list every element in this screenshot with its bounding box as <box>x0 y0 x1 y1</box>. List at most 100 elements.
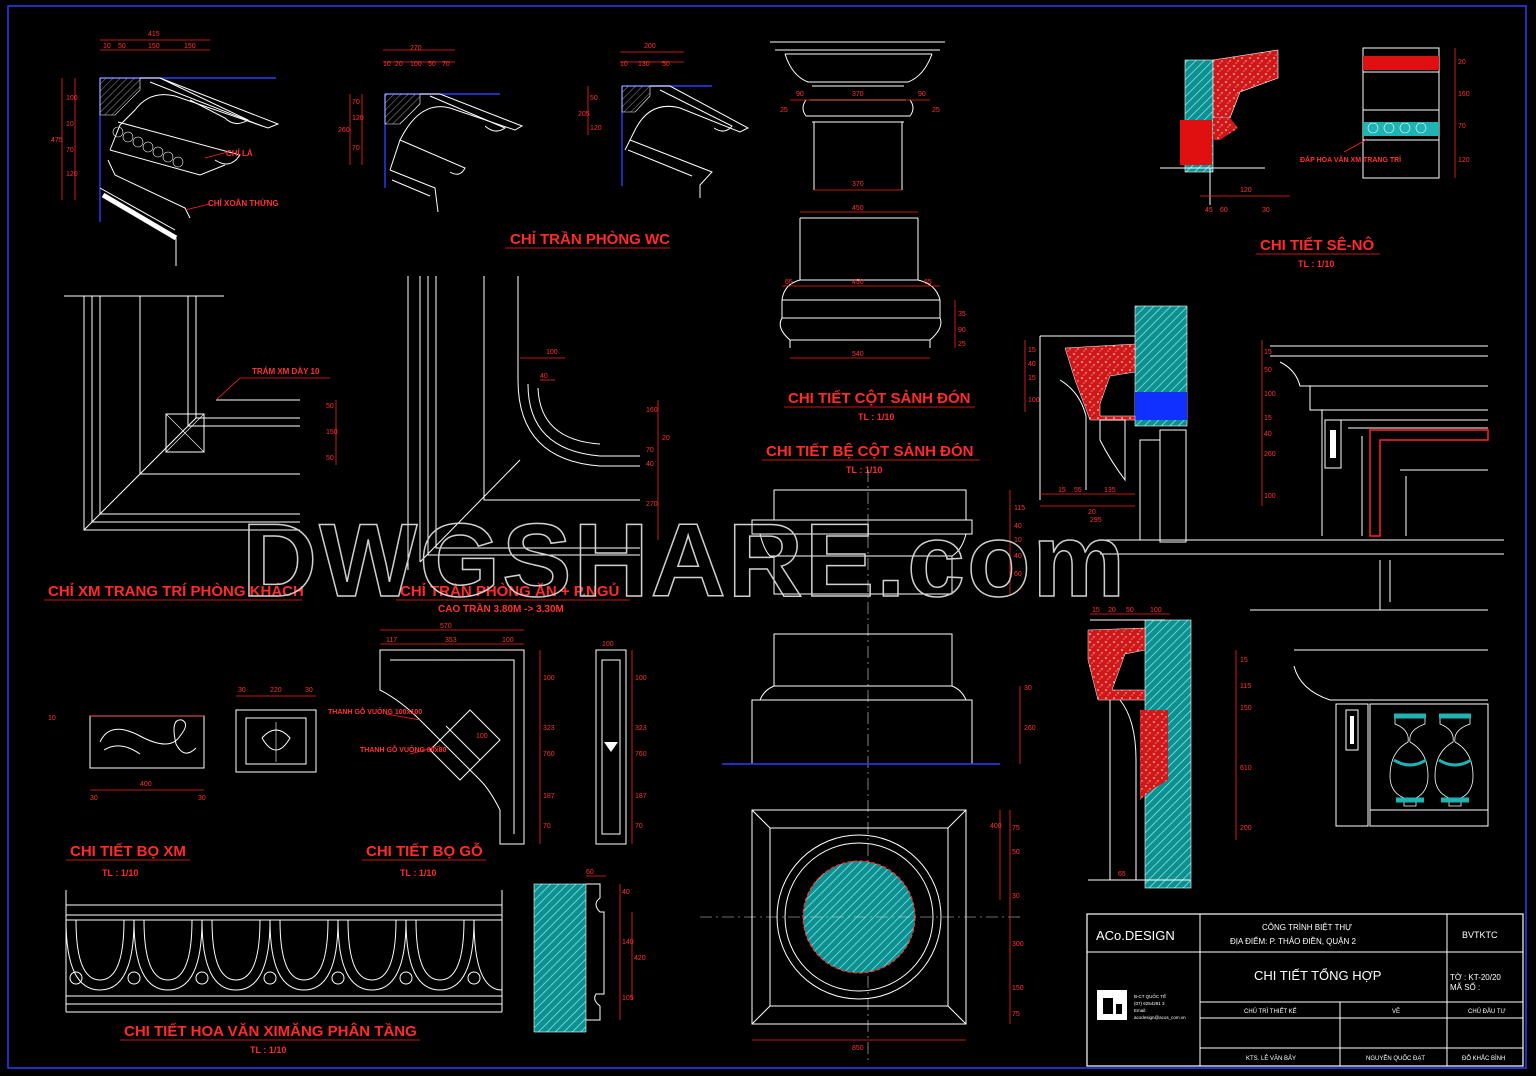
dim-label: 70 <box>635 823 643 830</box>
ve-label: VẼ <box>1392 1008 1400 1015</box>
dim-label: 120 <box>590 125 602 132</box>
dim-label: 20 <box>395 61 403 68</box>
cornice-detail-wc <box>587 51 750 198</box>
dim-label: 10 <box>383 61 391 68</box>
chu-tri-label: CHỦ TRÌ THIẾT KẾ <box>1244 1008 1297 1015</box>
dim-label: 100 <box>476 733 488 740</box>
dim-label: 50 <box>1126 607 1134 614</box>
dim-label: 100 <box>1150 607 1162 614</box>
scale-bo-xm: TL : 1/10 <box>102 868 138 878</box>
dim-label: 40 <box>1264 431 1272 438</box>
dim-label: 50 <box>428 61 436 68</box>
label-thanh-go-1: THANH GỖ VUÔNG 100x100 <box>328 707 422 716</box>
drawing-title: CHI TIẾT TỔNG HỢP <box>1254 968 1381 983</box>
dim-label: 40 <box>1028 361 1036 368</box>
dim-label: 65 <box>785 279 793 286</box>
dim-label: 70 <box>646 447 654 454</box>
dim-label: 75 <box>1012 1011 1020 1018</box>
dim-label: 205 <box>578 111 590 118</box>
dim-label: 40 <box>540 373 548 380</box>
dim-label: 60 <box>586 869 594 876</box>
dim-label: 35 <box>958 311 966 318</box>
dim-label: 150 <box>1240 705 1252 712</box>
dim-label: 160 <box>1458 91 1470 98</box>
dim-label: 270 <box>410 45 422 52</box>
project-name: CÔNG TRÌNH BIỆT THỰ <box>1262 923 1352 932</box>
title-chi-tran-wc: CHỈ TRẦN PHÒNG WC <box>510 230 670 248</box>
dim-label: 20 <box>1088 509 1096 516</box>
label-chi-xoan-thung: CHỈ XOẮN THỪNG <box>208 199 279 208</box>
scale-se-no: TL : 1/10 <box>1298 259 1334 269</box>
label-chi-la: CHỈ LÁ <box>226 149 253 158</box>
dim-label: 100 <box>1028 397 1040 404</box>
dim-label: 260 <box>338 127 350 134</box>
dim-label: 15 <box>1028 375 1036 382</box>
se-no-detail <box>1160 47 1456 205</box>
dim-label: 323 <box>543 725 555 732</box>
dim-label: 10 <box>103 43 111 50</box>
dim-label: 100 <box>546 349 558 356</box>
label-thanh-go-2: THANH GỖ VUÔNG 80x80 <box>360 745 446 754</box>
scale-bo-go: TL : 1/10 <box>400 868 436 878</box>
dim-label: 220 <box>270 687 282 694</box>
dim-label: 100 <box>543 675 555 682</box>
dim-label: 10 <box>620 61 628 68</box>
dim-label: 570 <box>440 623 452 630</box>
dim-label: 120 <box>66 171 78 178</box>
title-chi-tran-phong-an: CHỈ TRẦN PHÒNG ĂN + P.NGỦ <box>400 582 619 600</box>
dim-label: 415 <box>148 31 160 38</box>
drafter-name: NGUYỄN QUỐC ĐẠT <box>1366 1055 1425 1062</box>
dim-label: 15 <box>1092 607 1100 614</box>
pedestal-plan <box>700 809 1020 1041</box>
dim-label: 15 <box>1264 349 1272 356</box>
dim-label: 30 <box>305 687 313 694</box>
dim-label: 323 <box>635 725 647 732</box>
cornice-detail-2 <box>349 49 524 213</box>
logo-text-1: B-CT QUỐC TẾ <box>1134 993 1166 999</box>
bo-xm-detail <box>89 695 317 791</box>
title-chi-tiet-se-no: CHI TIẾT SÊ-NÔ <box>1260 236 1375 254</box>
dim-label: 30 <box>90 795 98 802</box>
dim-label: 50 <box>662 61 670 68</box>
dim-label: 135 <box>1104 487 1116 494</box>
dim-label: 760 <box>635 751 647 758</box>
dim-label: 40 <box>622 889 630 896</box>
dim-label: 70 <box>1458 123 1466 130</box>
dim-label: 270 <box>646 501 658 508</box>
sheet-number: TỜ : KT-20/20 <box>1450 973 1501 982</box>
facade-elevation-right <box>1261 340 1489 537</box>
watermark: DWGSHARE.com <box>242 503 1127 619</box>
bo-go-detail <box>379 629 633 845</box>
dim-label: 70 <box>352 99 360 106</box>
dim-label: 100 <box>410 61 422 68</box>
dim-label: 187 <box>635 793 647 800</box>
dim-label: 90 <box>958 327 966 334</box>
dim-label: 50 <box>1012 849 1020 856</box>
dim-label: 50 <box>326 455 334 462</box>
owner-name: ĐỖ KHẮC BÌNH <box>1462 1054 1505 1062</box>
dim-label: 15 <box>1028 347 1036 354</box>
dim-label: 450 <box>852 205 864 212</box>
dim-label: 70 <box>442 61 450 68</box>
dim-label: 295 <box>1090 517 1102 524</box>
column-base-detail <box>779 211 956 359</box>
dim-label: 117 <box>386 637 397 644</box>
chu-dau-tu-label: CHỦ ĐẦU TƯ <box>1468 1008 1506 1015</box>
dim-label: 370 <box>852 91 864 98</box>
dim-label: 25 <box>958 341 966 348</box>
dim-label: 30 <box>1024 685 1032 692</box>
drawing-code: BVTKTC <box>1462 930 1498 940</box>
cornice-detail-1 <box>61 39 280 266</box>
dim-label: 90 <box>796 91 804 98</box>
dim-label: 65 <box>1118 871 1126 878</box>
dim-label: 115 <box>1240 683 1251 690</box>
dim-label: 140 <box>622 939 634 946</box>
label-cao-tran: CAO TRẦN 3.80M -> 3.30M <box>438 602 564 615</box>
dim-label: 540 <box>852 351 864 358</box>
dim-label: 20 <box>1458 59 1466 66</box>
sheet-border <box>7 5 1527 1069</box>
ma-so: MÃ SỐ : <box>1450 982 1480 992</box>
dim-label: 260 <box>1264 451 1276 458</box>
dim-label: 10 <box>66 121 74 128</box>
